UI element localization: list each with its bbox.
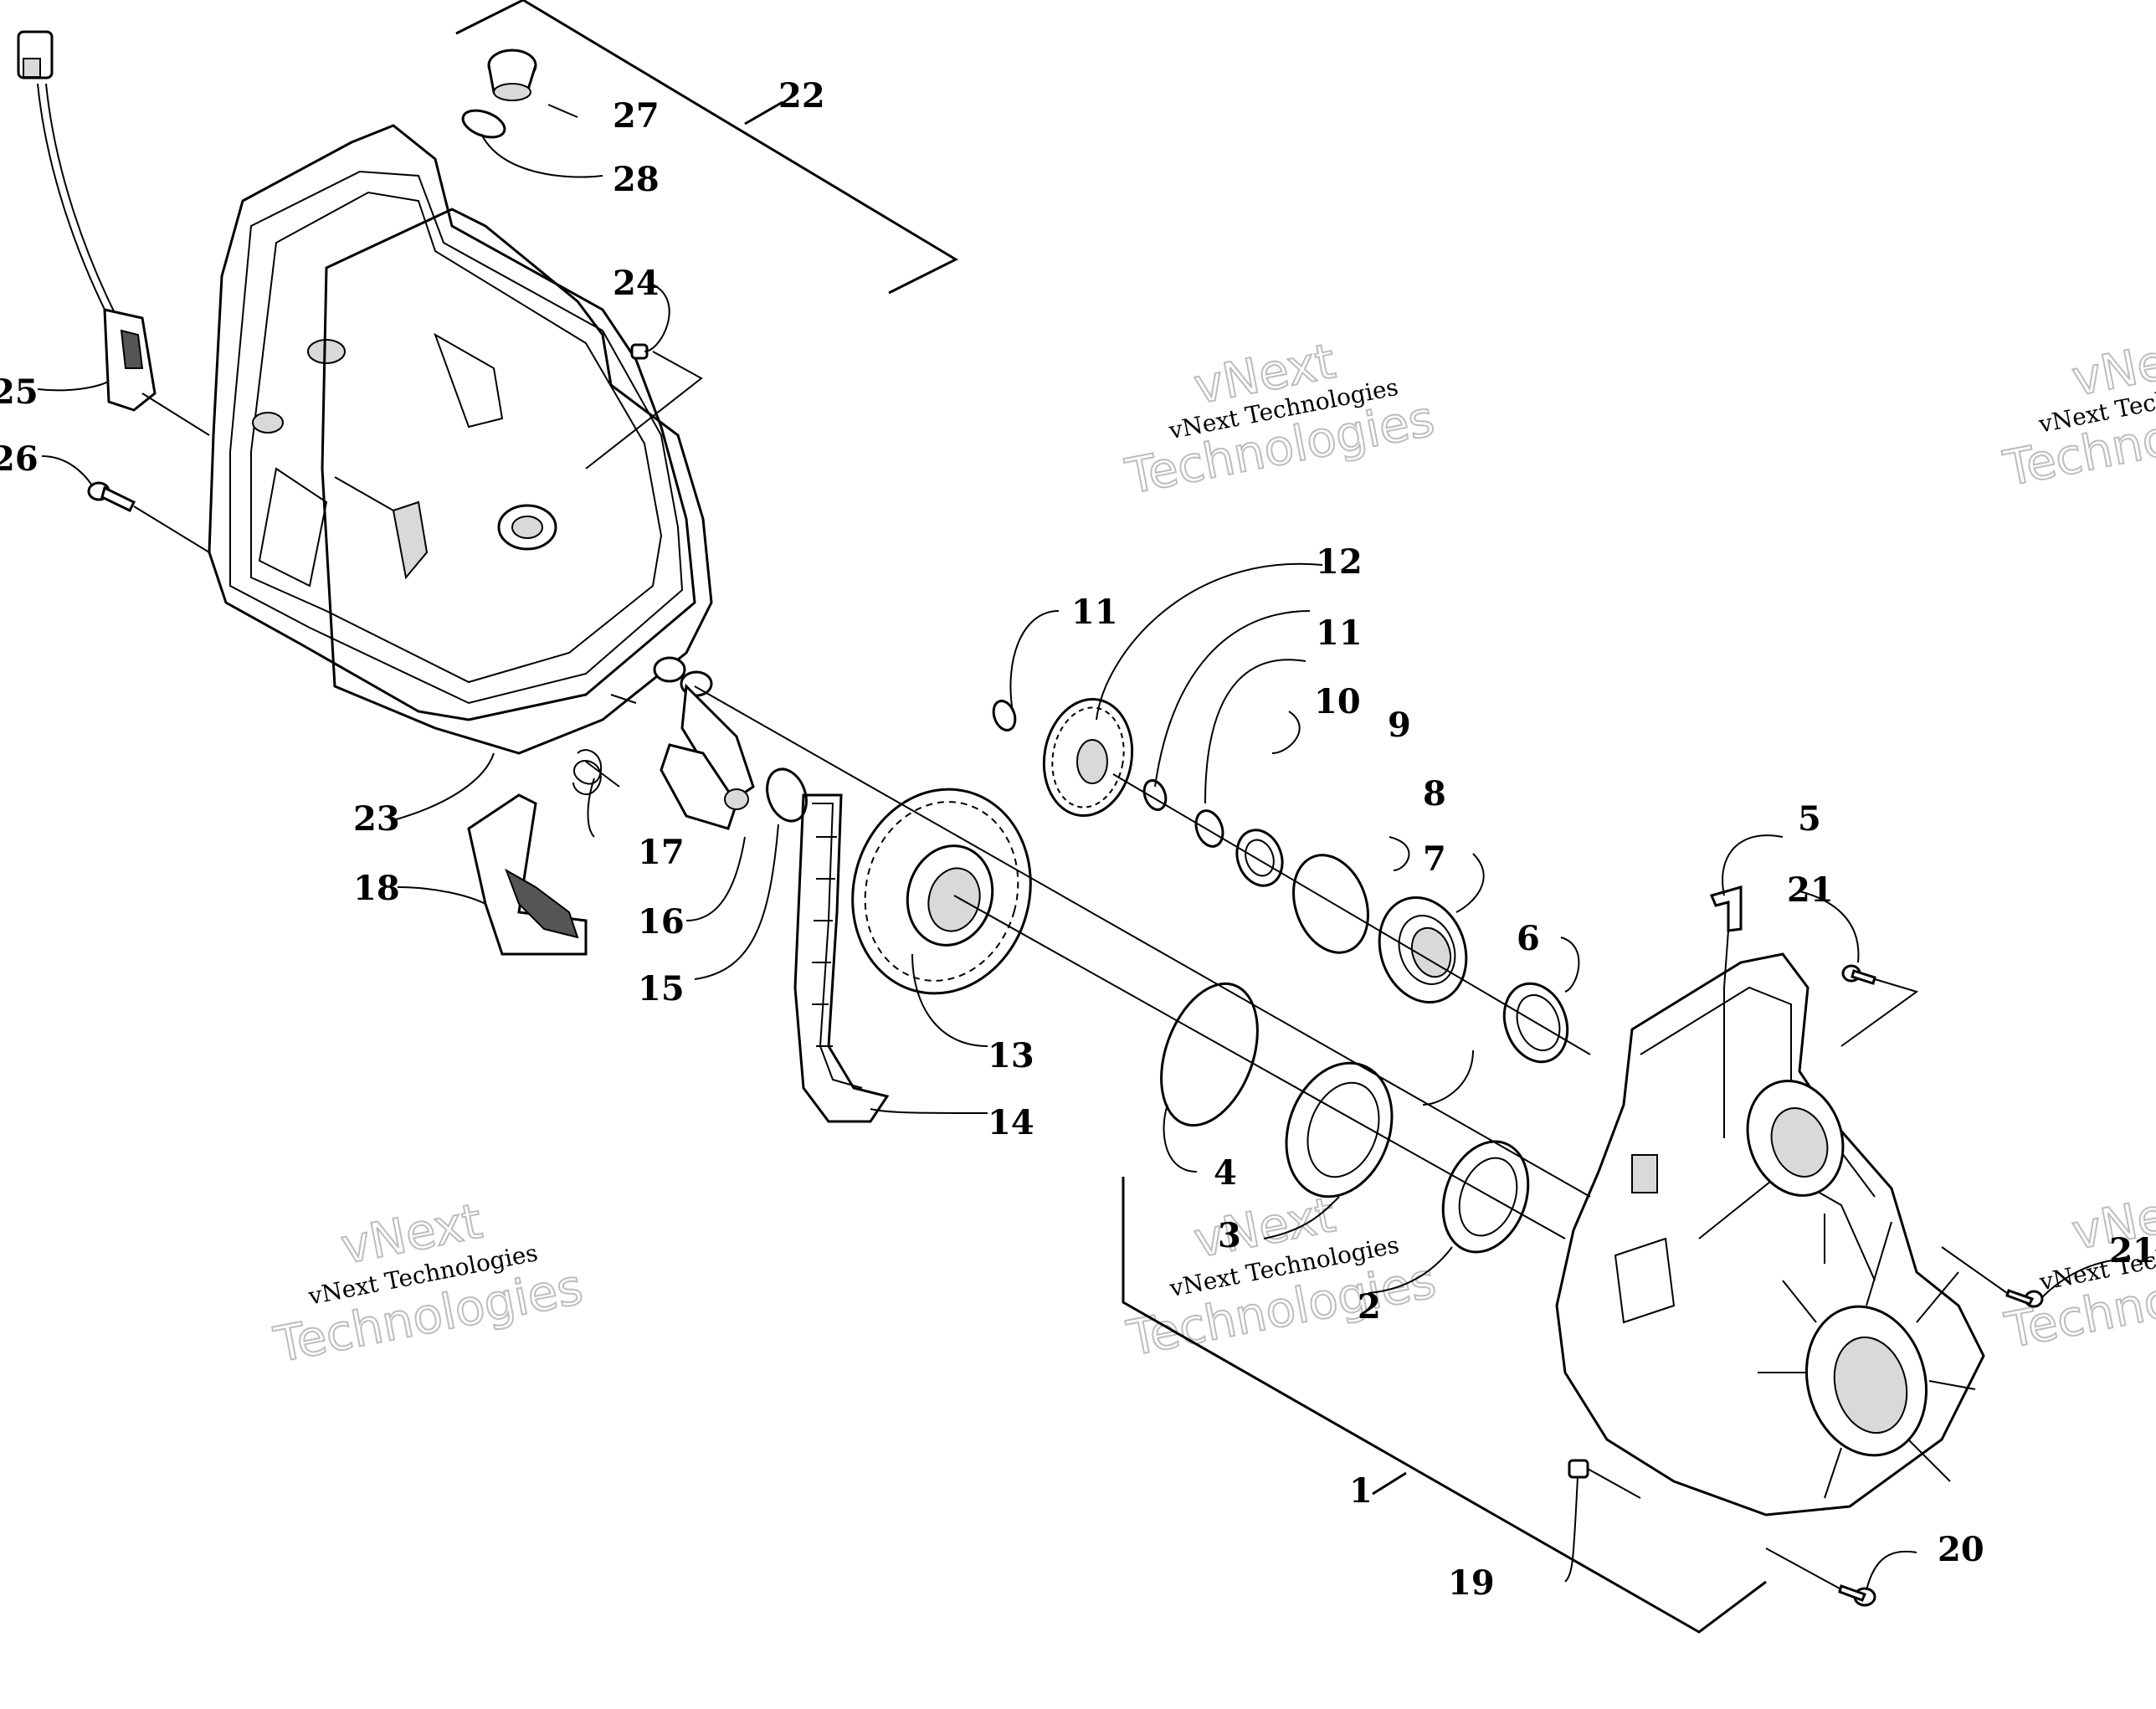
callout-28: 28 xyxy=(613,160,660,199)
seal-2 xyxy=(1441,1140,1530,1254)
callout-labels: 1 2 3 4 5 6 7 8 9 10 11 11 12 13 14 15 1… xyxy=(0,76,2156,1603)
callout-1: 1 xyxy=(1349,1471,1373,1511)
callout-20: 20 xyxy=(1938,1530,1984,1569)
callout-15: 15 xyxy=(638,969,685,1008)
washer-10 xyxy=(1194,809,1224,848)
plug-27 xyxy=(487,49,537,101)
callout-7: 7 xyxy=(1423,839,1446,879)
bearing-3 xyxy=(1285,1061,1394,1198)
callout-23: 23 xyxy=(353,799,400,839)
callout-21-bottom: 21 xyxy=(2109,1231,2156,1270)
bracket-22 xyxy=(455,0,959,295)
drive-chain-14 xyxy=(793,793,890,1123)
callout-26: 26 xyxy=(0,439,38,479)
callout-3: 3 xyxy=(1218,1216,1241,1255)
callout-21-top: 21 xyxy=(1787,870,1834,910)
callout-13: 13 xyxy=(988,1036,1034,1075)
watermark-top-center: vNext Technologies vNext Technologies xyxy=(1120,331,1440,506)
callout-17: 17 xyxy=(638,833,685,872)
chain-case-housing xyxy=(1555,952,1985,1517)
snap-ring-15 xyxy=(766,767,808,823)
bolt-21-bottom xyxy=(1941,1246,2044,1308)
callout-27: 27 xyxy=(613,96,660,136)
callout-4: 4 xyxy=(1214,1153,1237,1193)
retaining-ring-4 xyxy=(1160,982,1259,1127)
o-ring-28 xyxy=(461,109,506,139)
callout-25: 25 xyxy=(0,372,38,412)
callout-19: 19 xyxy=(1448,1563,1495,1603)
washer-16 xyxy=(653,656,686,683)
callout-14: 14 xyxy=(988,1103,1034,1142)
speed-sensor xyxy=(17,30,157,412)
plug-19 xyxy=(1568,1459,1641,1499)
bolt-20 xyxy=(1765,1547,1876,1607)
callout-8: 8 xyxy=(1423,774,1446,813)
watermark-bottom-left: vNext Technologies vNext Technologies xyxy=(269,1192,588,1375)
callout-24: 24 xyxy=(613,264,660,303)
bolt-21-top xyxy=(1840,964,1919,1047)
drive-sprocket-12 xyxy=(1042,697,1134,818)
callout-16: 16 xyxy=(638,902,685,942)
callout-11-left: 11 xyxy=(1071,593,1118,632)
driven-sprocket-13 xyxy=(851,788,1032,995)
bearing-7 xyxy=(1378,896,1468,1004)
callout-10: 10 xyxy=(1314,682,1361,721)
bracket-1 xyxy=(1122,1177,1767,1634)
callout-6: 6 xyxy=(1517,919,1540,958)
washer-9 xyxy=(1235,829,1284,887)
callout-2: 2 xyxy=(1358,1287,1381,1327)
chain-case-cover xyxy=(208,124,696,721)
spring-17 xyxy=(572,749,620,796)
callout-5: 5 xyxy=(1798,799,1821,839)
bolt-26 xyxy=(87,481,210,553)
callout-12: 12 xyxy=(1316,542,1363,582)
callout-leaders xyxy=(37,104,2118,1591)
callout-18: 18 xyxy=(353,869,400,908)
callout-9: 9 xyxy=(1388,706,1411,745)
watermark-bottom-center: vNext Technologies vNext Technologies xyxy=(1122,1185,1441,1368)
callout-11-right: 11 xyxy=(1316,613,1363,653)
vent-fitting-5 xyxy=(1709,885,1743,932)
snap-ring-11-left xyxy=(992,700,1017,731)
cover-gasket xyxy=(321,208,713,755)
callout-22: 22 xyxy=(778,76,825,115)
retaining-ring-8 xyxy=(1292,854,1369,954)
slider-shoe-18 xyxy=(467,793,588,956)
watermark-top-right: vNext Technologies vNext Technologies xyxy=(1998,323,2156,498)
assembly-centerlines xyxy=(334,476,1591,1239)
tensioner-arm xyxy=(660,670,755,830)
